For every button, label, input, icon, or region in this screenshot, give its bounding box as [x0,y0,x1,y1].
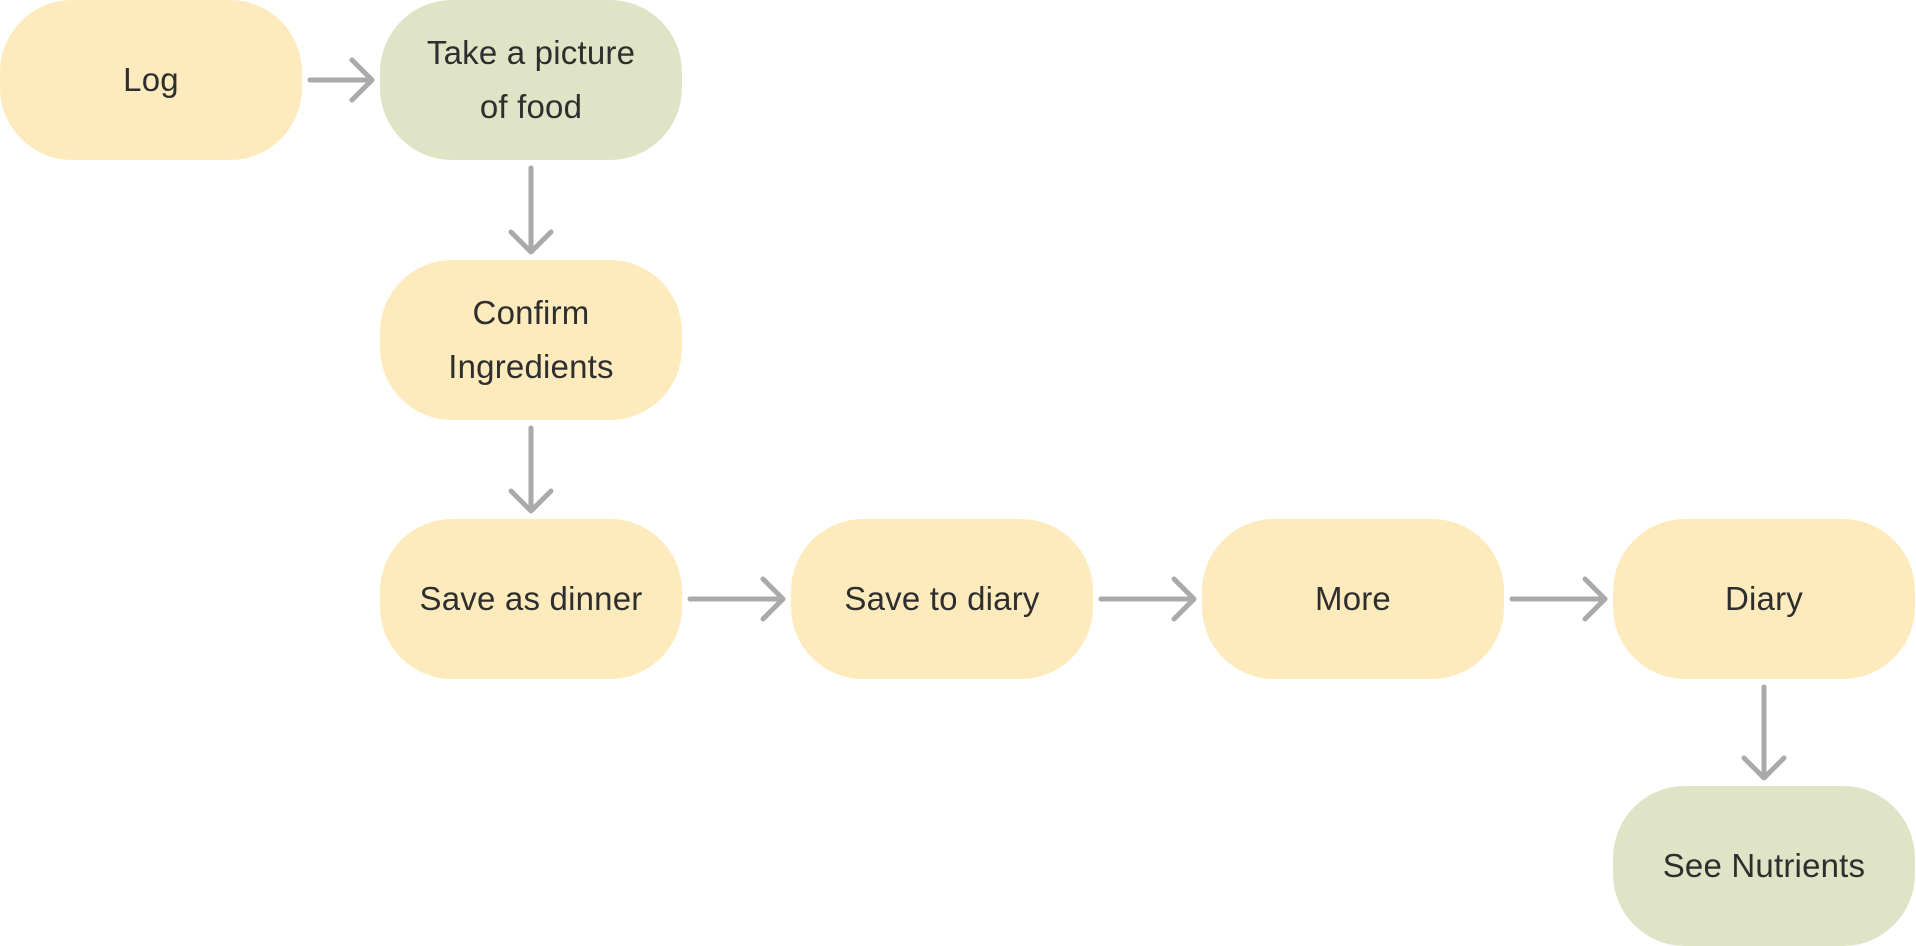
arrow-save-to-diary-to-more [1098,576,1197,622]
arrow-line [307,57,375,103]
node-label: Confirm Ingredients [448,294,614,385]
node-label: Take a picture of food [426,34,636,125]
node-label: Diary [1724,580,1803,617]
node-label: Save as dinner [419,580,643,617]
node-label: Log [123,61,179,98]
arrow-save-as-dinner-to-save-to-diary [687,576,786,622]
log-step-node[interactable]: Log [0,0,302,160]
arrow-confirm-ingredients-to-save-as-dinner [508,425,554,514]
arrow-line [687,576,786,622]
arrow-log-to-take-picture [307,57,375,103]
arrow-line [508,425,554,514]
take-picture-step-node[interactable]: Take a picture of food [380,0,682,160]
node-label: More [1315,580,1391,617]
arrow-line [1741,684,1787,781]
more-step-node[interactable]: More [1202,519,1504,679]
arrow-line [508,165,554,255]
arrow-more-to-diary [1509,576,1608,622]
node-label: Save to diary [844,580,1040,617]
see-nutrients-step-node[interactable]: See Nutrients [1613,786,1915,946]
save-to-diary-step-node[interactable]: Save to diary [791,519,1093,679]
save-as-dinner-step-node[interactable]: Save as dinner [380,519,682,679]
arrow-line [1509,576,1608,622]
arrow-line [1098,576,1197,622]
confirm-ingredients-step-node[interactable]: Confirm Ingredients [380,260,682,420]
node-label: See Nutrients [1662,847,1866,884]
diary-step-node[interactable]: Diary [1613,519,1915,679]
arrow-diary-to-see-nutrients [1741,684,1787,781]
arrow-take-picture-to-confirm-ingredients [508,165,554,255]
